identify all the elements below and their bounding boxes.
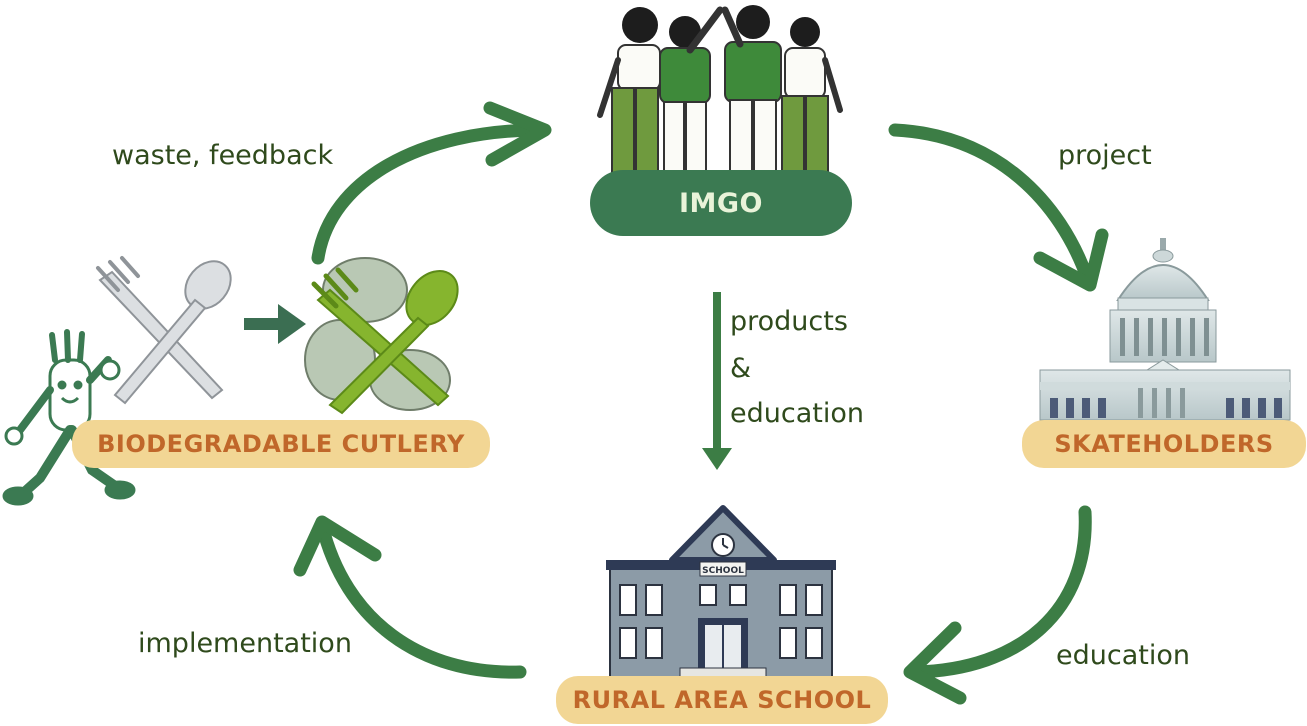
arrow-imgo-to-school-head xyxy=(702,448,732,470)
edge-label-project: project xyxy=(1058,140,1152,171)
edge-label-waste-feedback: waste, feedback xyxy=(112,140,334,171)
group-of-people-icon xyxy=(597,5,843,174)
node-biodegradable-cutlery-label: BIODEGRADABLE CUTLERY xyxy=(97,430,465,458)
edge-label-education-center: education xyxy=(730,398,864,429)
arrow-stakeholders-to-school xyxy=(908,505,1092,679)
node-stakeholders: SKATEHOLDERS xyxy=(1022,420,1306,468)
arrow-school-to-cutlery xyxy=(315,518,527,679)
node-biodegradable-cutlery: BIODEGRADABLE CUTLERY xyxy=(72,420,490,468)
arrow-cutlery-to-imgo-head xyxy=(483,101,552,167)
node-rural-area-school: RURAL AREA SCHOOL xyxy=(556,676,888,724)
school-sign-text: SCHOOL xyxy=(702,566,744,576)
capitol-building-icon xyxy=(1039,238,1291,421)
arrow-school-to-cutlery-head xyxy=(293,515,382,577)
edge-label-products: products xyxy=(730,306,848,337)
cutlery-transformation-icon xyxy=(2,256,459,506)
school-building-icon: SCHOOL xyxy=(606,505,836,679)
node-rural-area-school-label: RURAL AREA SCHOOL xyxy=(572,686,872,714)
node-imgo: IMGO xyxy=(590,170,852,236)
fork-mascot-icon xyxy=(2,329,136,506)
edge-label-education: education xyxy=(1056,640,1190,671)
arrow-imgo-to-stakeholders-head xyxy=(1033,228,1109,292)
node-stakeholders-label: SKATEHOLDERS xyxy=(1054,430,1274,458)
transform-arrow-icon xyxy=(244,304,306,344)
arrow-stakeholders-to-school-head xyxy=(903,621,967,705)
arrow-cutlery-to-imgo xyxy=(311,123,547,265)
edge-label-implementation: implementation xyxy=(138,628,352,659)
node-imgo-label: IMGO xyxy=(678,187,764,219)
edge-label-ampersand: & xyxy=(730,353,752,384)
arrow-imgo-to-stakeholders xyxy=(888,123,1095,287)
